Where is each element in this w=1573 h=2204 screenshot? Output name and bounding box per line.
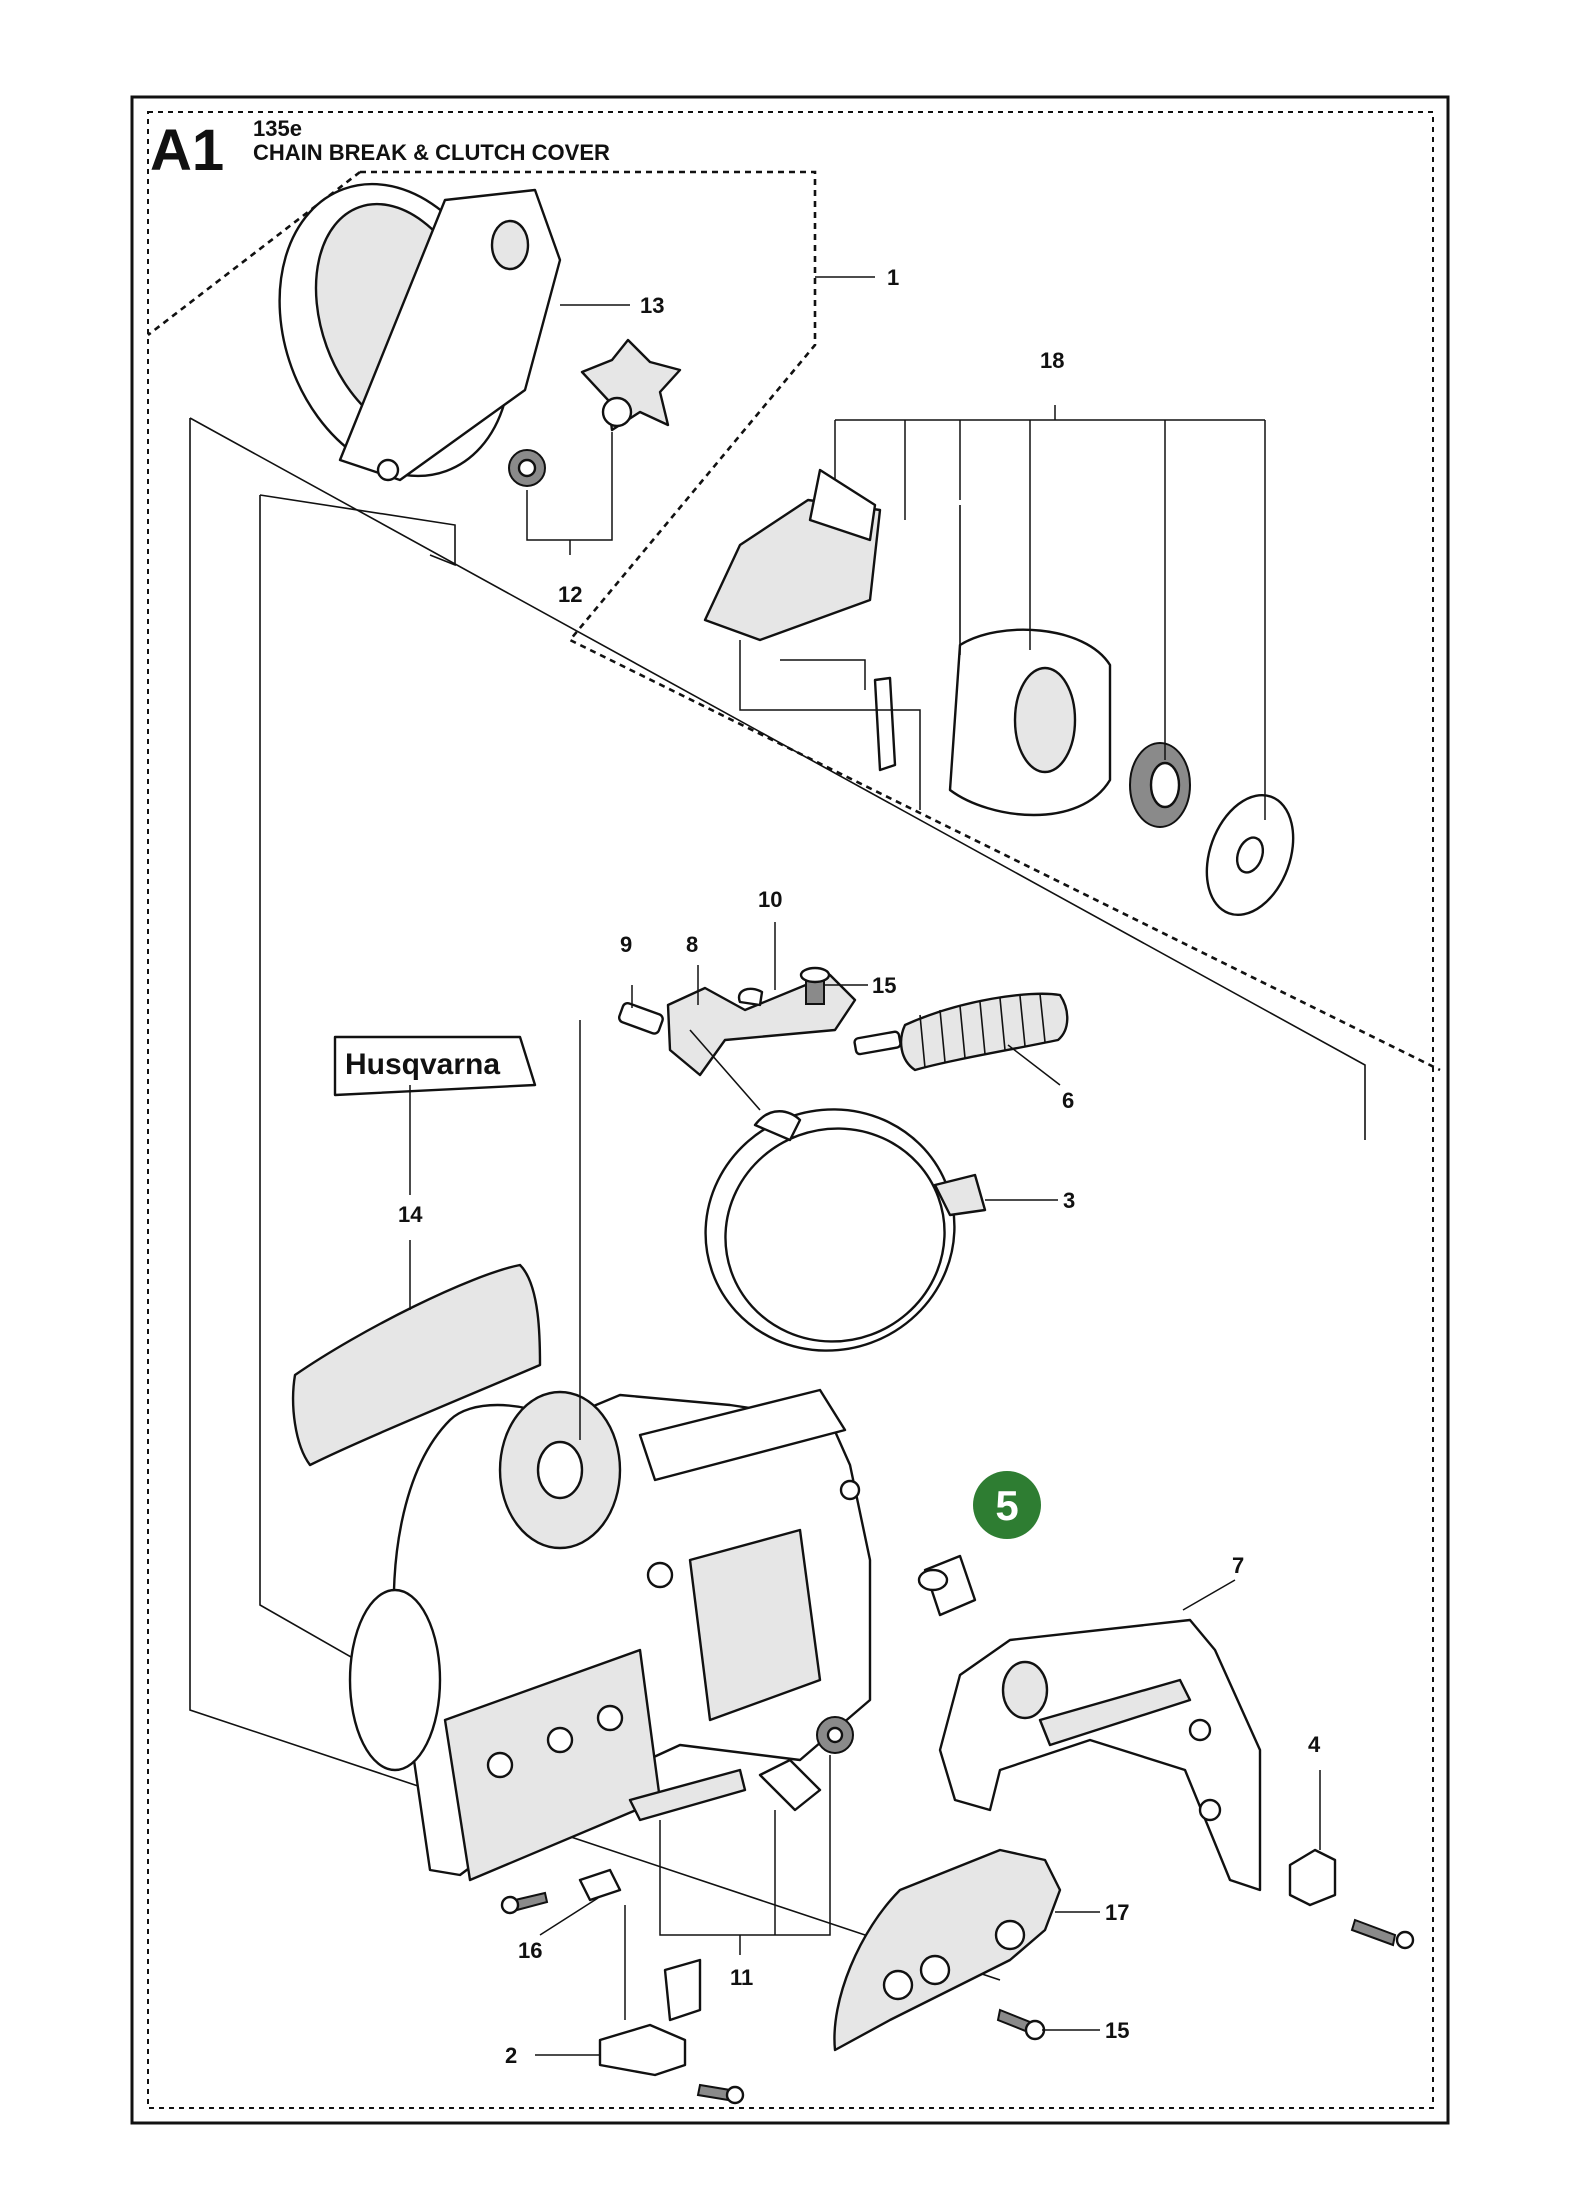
part-16-clip: [500, 1868, 622, 1915]
callout-11: 11: [730, 1965, 753, 1990]
part-5-pin: [917, 1554, 977, 1617]
callout-17: 17: [1105, 1900, 1129, 1925]
part-4-block: [1288, 1848, 1415, 1950]
main-clutch-cover: [348, 1388, 872, 1882]
plane-line: [259, 494, 456, 567]
plane-line: [189, 418, 1001, 1981]
part-7-guard: [938, 1618, 1262, 1892]
inner-dashed-frame: [147, 111, 1434, 2109]
callout-7: 7: [1232, 1553, 1244, 1578]
callout-12: 12: [558, 582, 582, 607]
brand-logo: Husqvarna: [345, 1048, 500, 1081]
plane-line: [189, 417, 1366, 1140]
part-10-clip: [737, 987, 764, 1007]
callout-13: 13: [640, 293, 664, 318]
part-13-cover-cap: [278, 182, 562, 482]
part-11-shaft-set: [628, 1716, 854, 1822]
assembly-1-outline: [360, 170, 1441, 1072]
part-14-decal: [291, 1035, 542, 1467]
leader-2: [535, 1905, 626, 2056]
leader-11: [659, 1755, 831, 1955]
outer-frame: [130, 95, 1450, 2125]
section-code: A1: [150, 118, 224, 183]
callout-15-lower: 15: [1105, 2018, 1129, 2043]
callout-14: 14: [398, 1202, 423, 1227]
callout-2: 2: [505, 2043, 517, 2068]
callout-4: 4: [1308, 1732, 1321, 1757]
callout-16: 16: [518, 1938, 542, 1963]
part-9-pin: [617, 1001, 664, 1035]
leader-18: [834, 405, 1266, 820]
part-15-screw-lower: [996, 2008, 1046, 2041]
callout-3: 3: [1063, 1188, 1075, 1213]
highlight-badge: 5: [973, 1471, 1041, 1539]
leader-7: [1182, 1579, 1236, 1611]
callout-15-upper: 15: [872, 973, 896, 998]
callout-10: 10: [758, 887, 782, 912]
part-12-knob-set: [508, 338, 682, 487]
leader-18-box: [739, 640, 921, 810]
callout-9: 9: [620, 932, 632, 957]
part-17-guard-plate: [833, 1848, 1062, 2052]
leader-12: [526, 432, 613, 555]
diagram-title: CHAIN BREAK & CLUTCH COVER: [253, 140, 610, 165]
leader-16: [539, 1897, 599, 1936]
part-18-brake-assembly: [703, 468, 1295, 917]
part-6-spring: [853, 992, 1069, 1072]
svg-text:5: 5: [995, 1482, 1018, 1529]
part-15-screw-upper: [799, 966, 831, 1005]
part-3-brake-band: [704, 1108, 987, 1352]
callout-8: 8: [686, 932, 698, 957]
part-2-clip: [598, 1958, 745, 2105]
callout-6: 6: [1062, 1088, 1074, 1113]
callout-1: 1: [887, 265, 899, 290]
model-label: 135e: [253, 116, 302, 141]
callout-18: 18: [1040, 348, 1064, 373]
leader-6: [1007, 1044, 1061, 1086]
